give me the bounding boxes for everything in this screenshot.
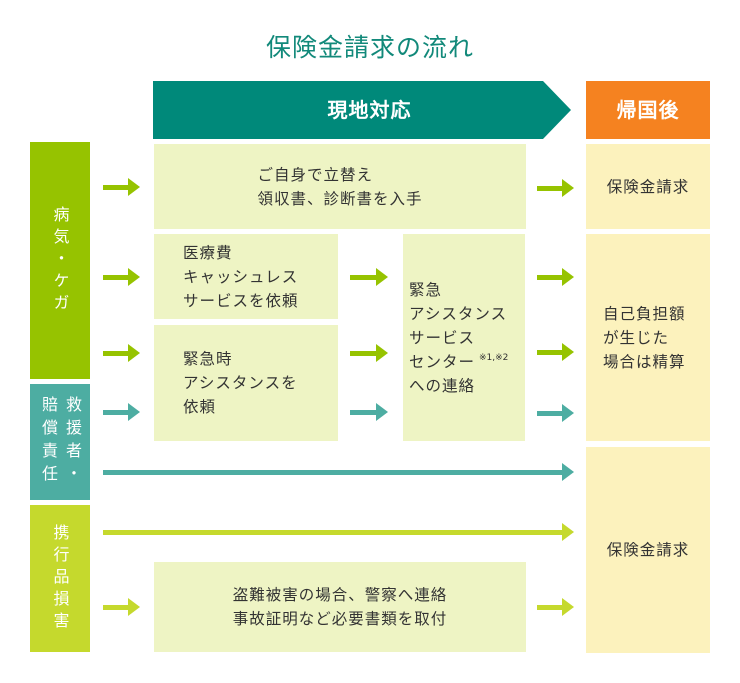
category-illness-label: 病気・ケガ [49,206,72,316]
footnote-reference: ※1,※2 [479,352,509,363]
step-text-line: 盗難被害の場合、警察へ連絡 [232,586,448,604]
step-text-line: 事故証明など必要書類を取付 [232,610,448,628]
outcome-text-line: 保険金請求 [606,177,690,196]
after-return-phase-label: 帰国後 [586,81,710,139]
step-text-line: キャッシュレス [183,267,299,286]
outcome-settlement-box: 自己負担額 が生じた 場合は精算 [586,234,710,441]
on-site-phase-label: 現地対応 [327,98,412,122]
step-cashless-service-box: 医療費 キャッシュレス サービスを依頼 [154,234,338,319]
banner-arrow-shape [153,81,571,139]
flow-arrow-icon [103,403,140,421]
step-text-line: 緊急 [409,280,443,299]
on-site-phase-banner: 現地対応 [153,81,571,139]
flow-arrow-icon [537,598,574,616]
step-text: センター [409,352,476,371]
step-text-line: アシスタンス [409,304,508,323]
flow-arrow-icon [537,343,574,361]
step-text-line: 領収書、診断書を入手 [257,189,423,208]
step-text-line: への連絡 [409,376,476,395]
category-illness-text: 病気・ケガ [50,205,70,316]
category-baggage-text: 携行品損害 [50,523,70,634]
outcome-text-line: 保険金請求 [606,541,690,559]
step-text-line: アシスタンスを [183,374,298,392]
flow-arrow-icon [537,404,574,422]
outcome-claim-illness-box: 保険金請求 [586,144,710,229]
direct-flow-arrow-rescue-icon [103,463,574,481]
flow-arrow-icon [103,344,140,362]
flow-arrow-icon [103,178,140,196]
step-text-line: 依頼 [183,398,217,416]
step-text-line-with-note: センター※1,※2 [409,350,508,374]
category-baggage-damage: 携行品損害 [30,505,90,652]
flow-arrow-icon [103,268,140,286]
category-illness-injury: 病気・ケガ [30,142,90,379]
step-text-line: 緊急時 [183,350,233,368]
category-rescue-text-line1: 救援者・ [63,396,82,488]
flow-arrow-icon [537,268,574,286]
category-rescue-label: 救援者・ 賠償責任 [36,396,84,488]
step-theft-report-box: 盗難被害の場合、警察へ連絡 事故証明など必要書類を取付 [154,562,526,652]
category-baggage-label: 携行品損害 [49,524,72,634]
category-rescuer-liability: 救援者・ 賠償責任 [30,384,90,500]
flow-arrow-icon [537,179,574,197]
step-text-line: ご自身で立替え [257,165,373,184]
outcome-text-line: が生じた [603,328,670,347]
category-rescue-text-line2: 賠償責任 [39,396,58,488]
step-emergency-assistance-box: 緊急時 アシスタンスを 依頼 [154,325,338,441]
outcome-text-line: 場合は精算 [603,352,686,371]
step-text-line: サービス [409,328,476,347]
step-assistance-center-box: 緊急 アシスタンス サービス センター※1,※2 への連絡 [403,234,525,441]
flow-arrow-icon [350,268,388,286]
outcome-claim-other-box: 保険金請求 [586,447,710,653]
direct-flow-arrow-baggage-icon [103,523,574,541]
step-text-line: サービスを依頼 [183,291,299,310]
outcome-text-line: 自己負担額 [603,304,686,323]
diagram-title: 保険金請求の流れ [265,33,474,62]
flow-arrow-icon [350,403,388,421]
step-text-line: 医療費 [183,243,233,262]
flow-arrow-icon [103,598,140,616]
step-self-pay-box: ご自身で立替え 領収書、診断書を入手 [154,144,526,229]
flow-arrow-icon [350,344,388,362]
